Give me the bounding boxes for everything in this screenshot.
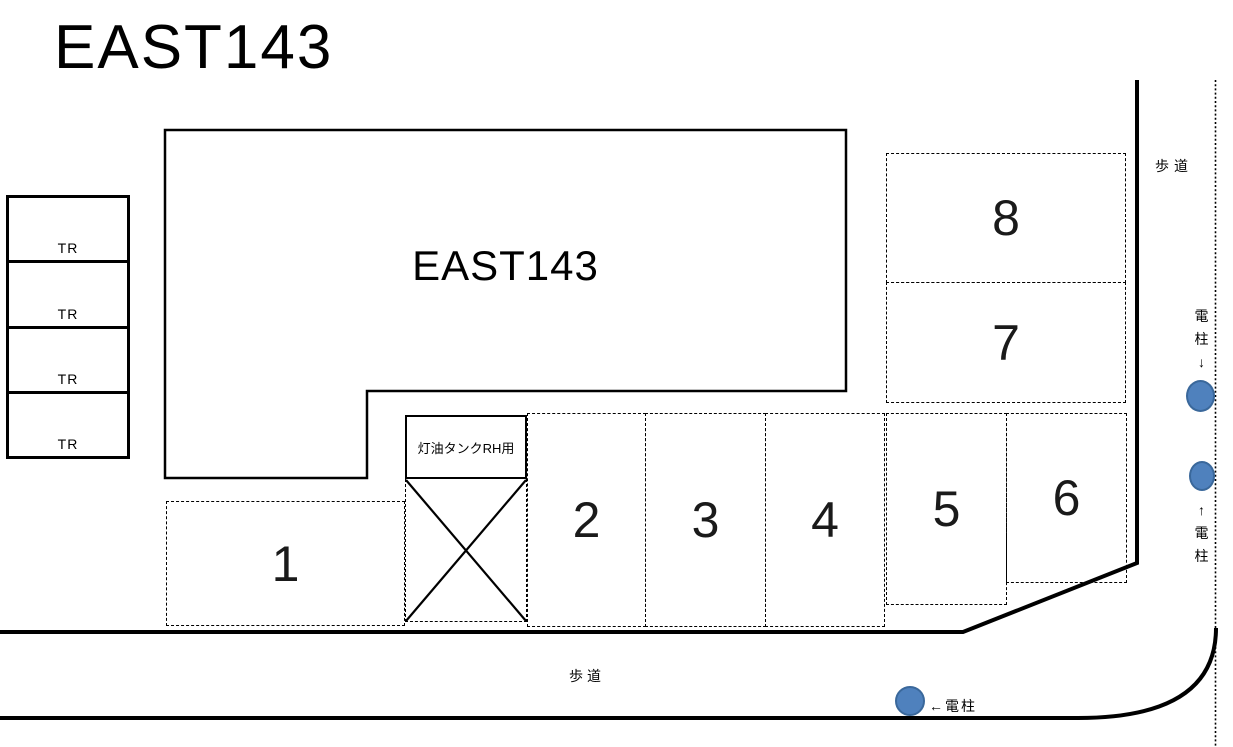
page-title: EAST143 bbox=[54, 13, 334, 82]
parking-space-4-number: 4 bbox=[811, 492, 839, 548]
tr-box-2-label: TR bbox=[57, 305, 79, 322]
parking-space-8: 8 bbox=[886, 153, 1126, 283]
parking-space-5: 5 bbox=[886, 413, 1007, 605]
building-outline bbox=[163, 128, 848, 480]
x-mark-diagonal-2 bbox=[405, 479, 527, 622]
parking-space-8-number: 8 bbox=[992, 190, 1020, 246]
tr-box-4: TR bbox=[9, 394, 127, 456]
parking-space-6: 6 bbox=[1006, 413, 1127, 583]
sidewalk-label-bottom: 歩道 bbox=[569, 668, 605, 684]
kerosene-tank-label: 灯油タンクRH用 bbox=[417, 440, 515, 456]
parking-space-4: 4 bbox=[765, 413, 885, 627]
parking-space-2: 2 bbox=[527, 413, 646, 627]
parking-space-5-number: 5 bbox=[932, 481, 961, 537]
parking-space-7: 7 bbox=[886, 282, 1126, 403]
tr-box-1: TR bbox=[9, 198, 127, 264]
parking-space-2-number: 2 bbox=[572, 492, 601, 548]
x-marked-area bbox=[405, 479, 527, 622]
parking-space-7-number: 7 bbox=[992, 314, 1020, 371]
pole-label-right-lower: ↑電柱 bbox=[1194, 502, 1209, 564]
tr-box-2: TR bbox=[9, 263, 127, 329]
road-edge-inner bbox=[0, 80, 1139, 634]
parking-space-3: 3 bbox=[645, 413, 766, 627]
kerosene-tank-box: 灯油タンクRH用 bbox=[405, 415, 527, 479]
parking-space-6-number: 6 bbox=[1052, 470, 1081, 526]
parking-space-3-number: 3 bbox=[691, 492, 720, 548]
tr-box-4-label: TR bbox=[57, 436, 79, 452]
sidewalk-label-right: 歩道 bbox=[1155, 158, 1193, 174]
tr-stack: TR TR TR TR bbox=[6, 195, 130, 459]
tr-box-3: TR bbox=[9, 329, 127, 394]
pole-label-right-upper: 電柱↓ bbox=[1194, 308, 1209, 370]
utility-pole-marker-right-2 bbox=[1189, 461, 1215, 491]
pole-label-bottom: ←電柱 bbox=[929, 698, 977, 714]
tr-box-1-label: TR bbox=[57, 240, 79, 257]
road-edge-outer-curve bbox=[0, 627, 1218, 720]
utility-pole-marker-right-1 bbox=[1186, 380, 1215, 412]
utility-pole-marker-bottom bbox=[895, 686, 925, 716]
parking-space-1: 1 bbox=[166, 501, 405, 626]
tr-box-3-label: TR bbox=[57, 370, 79, 387]
parking-space-1-number: 1 bbox=[271, 535, 300, 592]
building-label: EAST143 bbox=[412, 242, 599, 289]
